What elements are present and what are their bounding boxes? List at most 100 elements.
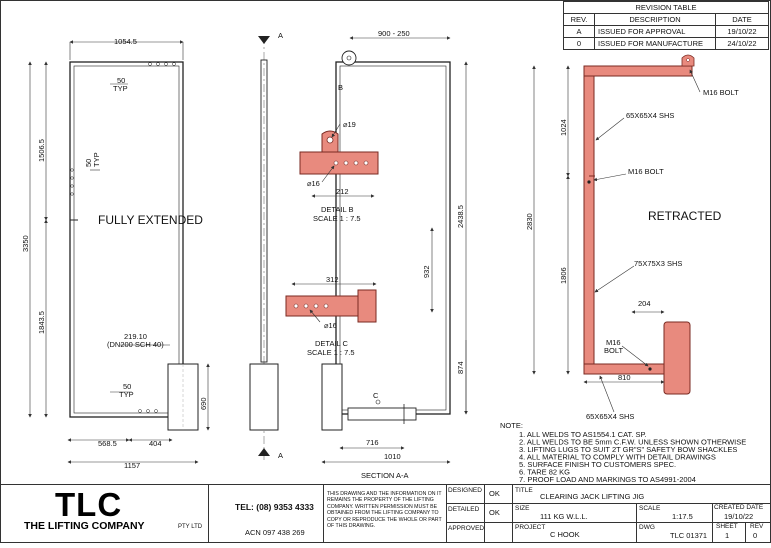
dim-690: 690	[199, 397, 208, 410]
dim-900: 900 - 250	[378, 29, 410, 38]
rev-date-cell: 24/10/22	[715, 37, 769, 50]
designed-label: DESIGNED	[448, 487, 482, 494]
company-pty: PTY LTD	[178, 524, 203, 530]
revision-row: A ISSUED FOR APPROVAL 19/10/22	[563, 25, 769, 38]
dim-50a: 50	[117, 76, 125, 85]
company-logo: TLC	[55, 486, 123, 523]
created-label: CREATED DATE	[714, 504, 764, 511]
dim-3350: 3350	[21, 235, 30, 252]
detail-c-marker: C	[373, 391, 379, 400]
note-3: 3. LIFTING LUGS TO SUIT 2T GR"S" SAFETY …	[519, 445, 737, 454]
notes-heading: NOTE:	[500, 421, 523, 430]
scale-value: 1:17.5	[672, 512, 693, 521]
rev-header-date: DATE	[715, 13, 769, 26]
revision-row: 0 ISSUED FOR MANUFACTURE 24/10/22	[563, 37, 769, 50]
note-5: 5. SURFACE FINISH TO CUSTOMERS SPEC.	[519, 460, 676, 469]
note-1: 1. ALL WELDS TO AS1554.1 CAT. SP.	[519, 430, 647, 439]
retracted-view	[583, 54, 695, 395]
side-view	[249, 36, 279, 462]
title-block: TLC THE LIFTING COMPANY PTY LTD TEL: (08…	[0, 484, 771, 543]
company-name: THE LIFTING COMPANY	[24, 520, 145, 532]
dim-1506: 1506.5	[37, 139, 46, 162]
rev-cell: A	[563, 25, 595, 38]
created-value: 19/10/22	[724, 512, 754, 521]
project-label: PROJECT	[515, 524, 546, 531]
dim-568: 568.5	[98, 439, 117, 448]
detail-c	[285, 282, 377, 323]
retracted-view-label: RETRACTED	[648, 209, 722, 223]
rev-value: 0	[753, 531, 758, 540]
dim-204: 204	[638, 299, 651, 308]
dim-2438: 2438.5	[456, 205, 465, 228]
note-4: 4. ALL MATERIAL TO COMPLY WITH DETAIL DR…	[519, 453, 716, 462]
dim-dn200: (DN200 SCH 40)	[107, 340, 164, 349]
callout-shs65-bottom: 65X65X4 SHS	[586, 412, 634, 421]
rev-label: REV	[750, 523, 764, 530]
callout-m16-bolt-mid: M16 BOLT	[628, 167, 664, 176]
detailed-label: DETAILED	[448, 506, 480, 513]
dwg-value: TLC 01371	[670, 531, 708, 540]
dim-1024: 1024	[559, 119, 568, 136]
sheet-value: 1	[725, 531, 730, 540]
note-2: 2. ALL WELDS TO BE 5mm C.F.W. UNLESS SHO…	[519, 438, 746, 447]
extended-view-label: FULLY EXTENDED	[98, 213, 203, 227]
dim-2830: 2830	[525, 213, 534, 230]
dim-50b: 50	[84, 159, 93, 167]
title-value: CLEARING JACK LIFTING JIG	[540, 492, 645, 501]
rev-header-description: DESCRIPTION	[594, 13, 716, 26]
dim-16b: ⌀16	[307, 179, 320, 188]
callout-shs75: 75X75X3 SHS	[634, 259, 682, 268]
detail-b	[299, 123, 379, 198]
section-marker-bottom: A	[278, 451, 283, 460]
rev-date-cell: 19/10/22	[715, 25, 769, 38]
company-acn: ACN 097 438 269	[245, 528, 305, 537]
callout-m16-bolt-top: M16 BOLT	[703, 88, 739, 97]
copyright-disclaimer: THIS DRAWING AND THE INFORMATION ON IT R…	[327, 491, 442, 530]
dim-1157: 1157	[124, 461, 140, 470]
callout-bolt: BOLT	[604, 346, 623, 355]
dim-typb: TYP	[92, 152, 101, 167]
dim-50c: 50	[123, 382, 131, 391]
section-marker-top: A	[278, 31, 283, 40]
dim-1010: 1010	[384, 452, 401, 461]
detail-b-marker: B	[338, 83, 343, 92]
rev-cell: 0	[563, 37, 595, 50]
company-phone: TEL: (08) 9353 4333	[235, 502, 314, 512]
dim-312: 312	[326, 275, 339, 284]
dwg-label: DWG	[639, 524, 655, 531]
retracted-dimensions	[532, 65, 701, 413]
rev-header-rev: REV.	[563, 13, 595, 26]
section-a-a-view	[321, 50, 451, 431]
dim-typa: TYP	[113, 84, 128, 93]
dim-716: 716	[366, 438, 379, 447]
rev-description-cell: ISSUED FOR MANUFACTURE	[594, 37, 716, 50]
title-label: TITLE	[515, 487, 533, 494]
dim-1843: 1843.5	[37, 311, 46, 334]
callout-m16: M16	[606, 338, 621, 347]
extended-dimensions	[28, 40, 210, 464]
detail-c-title: DETAIL C	[315, 339, 349, 348]
sheet-label: SHEET	[716, 523, 738, 530]
dim-1806: 1806	[559, 267, 568, 284]
callout-shs65-top: 65X65X4 SHS	[626, 111, 674, 120]
rev-description-cell: ISSUED FOR APPROVAL	[594, 25, 716, 38]
detail-c-scale: SCALE 1 : 7.5	[307, 348, 355, 357]
dim-874: 874	[456, 361, 465, 374]
fully-extended-view	[69, 61, 199, 431]
dim-16c: ⌀16	[324, 321, 337, 330]
revision-table-title: REVISION TABLE	[563, 1, 769, 14]
dim-219: 219.10	[124, 332, 147, 341]
dim-19: ⌀19	[343, 120, 356, 129]
revision-table: REVISION TABLE REV. DESCRIPTION DATE A I…	[563, 1, 769, 50]
note-6: 6. TARE 82 KG	[519, 468, 570, 477]
dim-932: 932	[422, 265, 431, 278]
dim-212: 212	[336, 187, 349, 196]
designed-value: OK	[489, 489, 500, 498]
project-value: C HOOK	[550, 530, 580, 539]
size-value: 111 KG W.L.L.	[540, 512, 588, 521]
note-7: 7. PROOF LOAD AND MARKINGS TO AS4991-200…	[519, 475, 696, 484]
detail-b-title: DETAIL B	[321, 205, 354, 214]
dim-typc: TYP	[119, 390, 134, 399]
